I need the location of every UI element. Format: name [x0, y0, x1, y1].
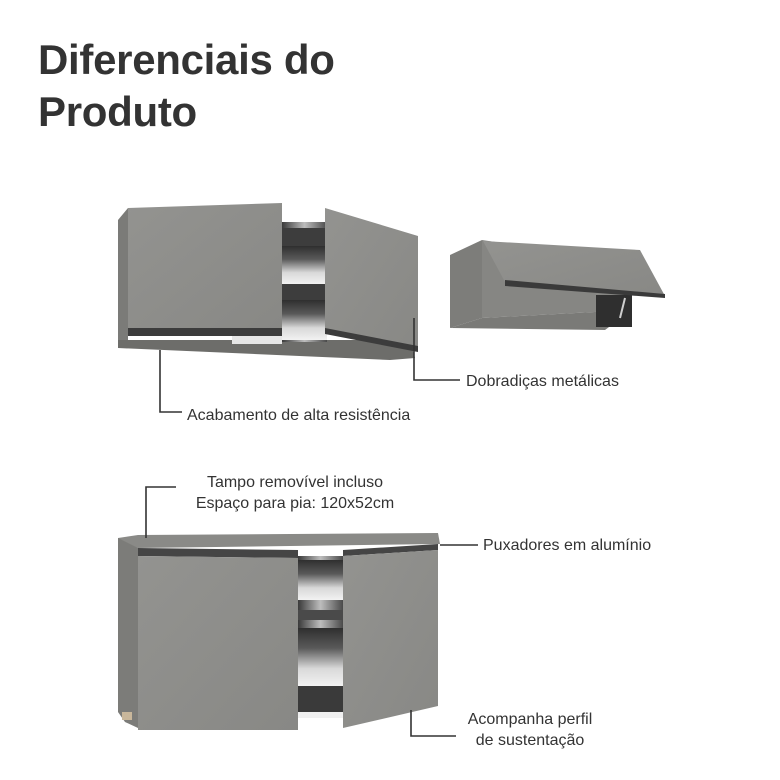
- left-door: [128, 203, 282, 330]
- base-right-door: [343, 550, 438, 728]
- callout-hinges: Dobradiças metálicas: [466, 373, 619, 390]
- leader-countertop: [145, 486, 176, 538]
- callout-countertop-line-2: Espaço para pia: 120x52cm: [195, 495, 395, 512]
- callout-profile: Acompanha perfil de sustentação: [455, 709, 605, 751]
- leader-hinges: [413, 318, 460, 381]
- base-left-door: [138, 556, 298, 730]
- callout-countertop: Tampo removível incluso Espaço para pia:…: [180, 472, 410, 514]
- callout-countertop-line-1: Tampo removível incluso: [206, 474, 384, 491]
- page-title-line-1: Diferenciais do: [38, 36, 335, 83]
- leader-lines: [145, 318, 478, 737]
- callout-profile-line-2: de sustentação: [475, 732, 585, 749]
- handle-profile: [138, 548, 298, 558]
- leader-finish: [159, 350, 182, 413]
- upper-cabinet-flip-door: [450, 240, 665, 330]
- callout-profile-line-1: Acompanha perfil: [467, 711, 593, 728]
- page-title-line-2: Produto: [38, 88, 197, 135]
- callout-finish: Acabamento de alta resistência: [187, 407, 411, 424]
- countertop: [118, 533, 440, 548]
- callout-handles: Puxadores em alumínio: [483, 537, 652, 554]
- page-title: Diferenciais do Produto: [38, 34, 335, 138]
- right-door: [325, 208, 418, 350]
- leader-profile: [410, 710, 456, 737]
- upper-cabinet-two-doors: [118, 203, 418, 360]
- base-cabinet-two-doors: [118, 533, 440, 730]
